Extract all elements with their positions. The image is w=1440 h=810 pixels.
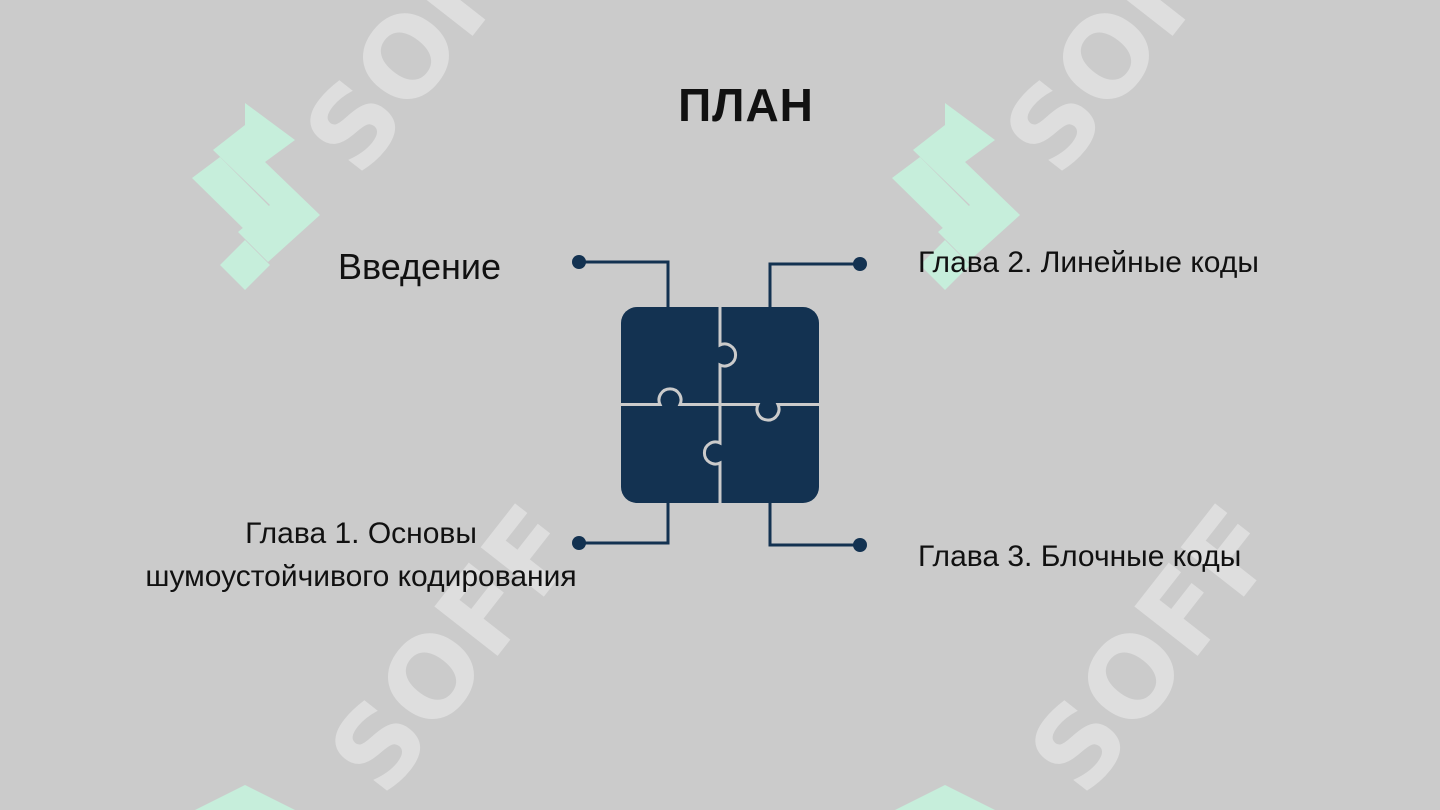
connector-ch2 — [768, 262, 860, 308]
connector-dots — [572, 255, 867, 552]
slide-title: ПЛАН — [678, 79, 814, 131]
connector-ch1 — [579, 502, 670, 545]
connector-dot — [853, 257, 867, 271]
connector-dot — [853, 538, 867, 552]
label-chapter-1-line-1: Глава 1. Основы — [245, 517, 477, 550]
connector-intro — [579, 260, 670, 308]
connector-dot — [572, 536, 586, 550]
label-chapter-1-line-2: шумоустойчивого кодирования — [145, 560, 577, 593]
connector-dot — [572, 255, 586, 269]
label-introduction: Введение — [338, 246, 502, 287]
label-chapter-1: Глава 1. Основы шумоустойчивого кодирова… — [120, 512, 602, 598]
connector-lines — [579, 260, 860, 547]
soff-logo-watermark — [192, 103, 1020, 810]
connector-ch3 — [768, 502, 860, 547]
puzzle-icon — [619, 305, 821, 505]
label-chapter-3: Глава 3. Блочные коды — [918, 540, 1242, 573]
label-chapter-2: Глава 2. Линейные коды — [918, 246, 1259, 279]
